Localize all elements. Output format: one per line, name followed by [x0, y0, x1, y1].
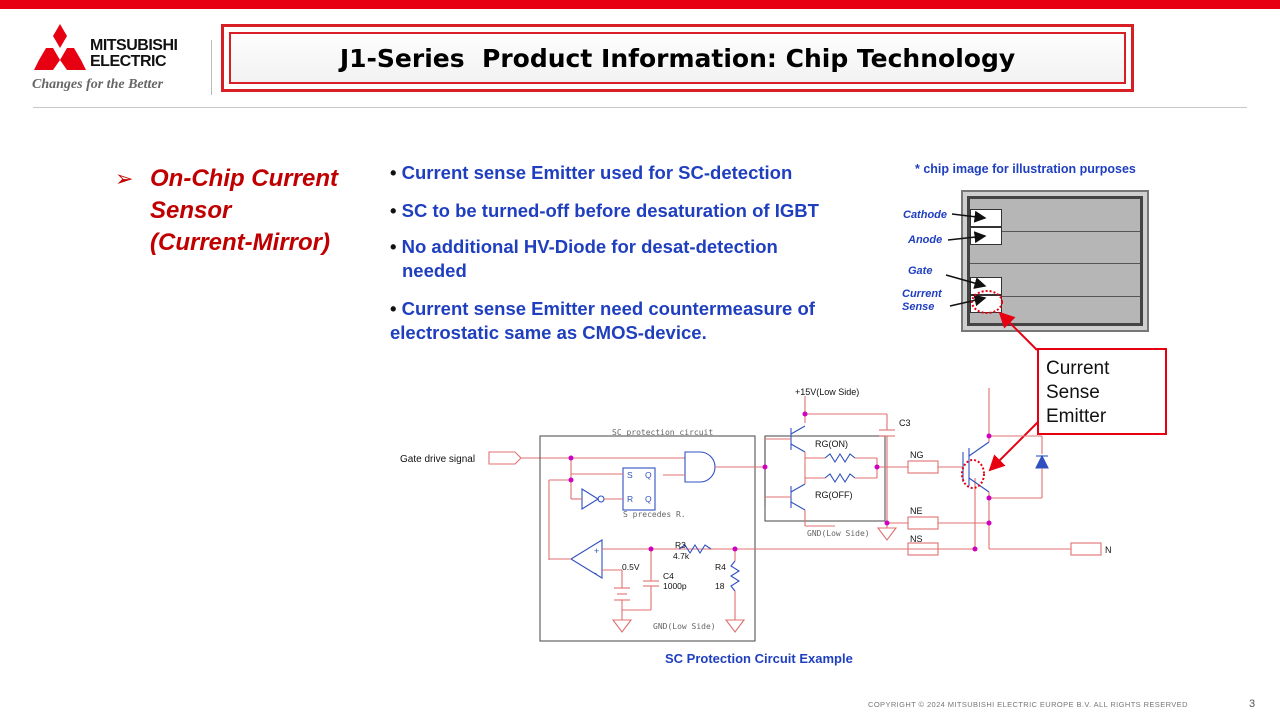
c4-value: 1000p	[663, 581, 687, 591]
anode-label: Anode	[908, 234, 943, 246]
supply-label: +15V(Low Side)	[795, 387, 859, 397]
protection-block	[539, 435, 756, 642]
top-accent-bar	[0, 0, 1280, 9]
ne-label: NE	[910, 506, 923, 516]
company-logo: MITSUBISHI ELECTRIC Changes for the Bett…	[28, 24, 208, 96]
c4-label: C4	[663, 571, 674, 581]
gate-label: Gate	[908, 265, 933, 277]
bullet-continuation: electrostatic same as CMOS-device.	[390, 322, 707, 343]
comparator-minus-label: -	[594, 568, 597, 578]
callout-line: Current	[1046, 358, 1110, 379]
n-label: N	[1105, 545, 1112, 555]
title-frame: J1-Series Product Information: Chip Tech…	[221, 24, 1134, 92]
bullet-dot: •	[390, 298, 397, 319]
bullet-item: • SC to be turned-off before desaturatio…	[390, 199, 819, 223]
gate-pad	[970, 277, 1002, 295]
bullet-item: • Current sense Emitter need countermeas…	[390, 297, 815, 321]
chip-die	[967, 196, 1143, 326]
current-sense-emitter-callout: Current Sense Emitter	[1037, 348, 1167, 435]
current-sense-pad	[970, 295, 1002, 313]
gate-input-arrow	[488, 451, 522, 465]
bullet-item: • Current sense Emitter used for SC-dete…	[390, 161, 792, 185]
callout-line: Sense	[1046, 382, 1100, 403]
sr-latch	[622, 467, 656, 511]
ground-icon	[611, 619, 633, 633]
ne-terminal	[907, 516, 939, 530]
n-terminal	[1070, 542, 1102, 556]
junction-dots	[568, 411, 992, 552]
side-heading-line: (Current-Mirror)	[150, 229, 330, 256]
r3-value: 4.7k	[673, 551, 690, 561]
current-sense-label-line2: Sense	[902, 301, 935, 313]
ground-icon	[876, 527, 898, 541]
side-heading-line: On-Chip Current	[150, 165, 338, 192]
rg-on-label: RG(ON)	[815, 439, 848, 449]
s-precedes-r-label: S precedes R.	[623, 510, 686, 519]
copyright-notice: COPYRIGHT © 2024 MITSUBISHI ELECTRIC EUR…	[868, 700, 1188, 709]
latch-q-label: Q	[645, 470, 652, 480]
header-divider	[33, 107, 1247, 108]
sc-protection-circuit: Gate drive signal SC protection circuit …	[400, 387, 1112, 642]
comparator-plus-label: +	[594, 546, 599, 556]
logo-divider	[211, 40, 212, 95]
title-inner-frame: J1-Series Product Information: Chip Tech…	[229, 32, 1126, 84]
side-heading-line: Sensor	[150, 197, 232, 224]
protection-block-label: SC protection circuit	[612, 428, 713, 437]
r4-value: 18	[715, 581, 725, 591]
rg-off-label: RG(OFF)	[815, 490, 853, 500]
inverter-icon	[581, 488, 600, 510]
latch-qbar-label: Q	[645, 494, 652, 504]
bullet-continuation: needed	[402, 260, 467, 281]
brand-name-line2: ELECTRIC	[90, 53, 167, 70]
chip-illustration-note: * chip image for illustration purposes	[915, 162, 1136, 176]
and-gate-icon	[684, 451, 716, 483]
current-sense-label-line1: Current	[902, 288, 942, 300]
circuit-caption: SC Protection Circuit Example	[665, 651, 853, 666]
r3-resistor	[678, 543, 712, 555]
comparator-icon	[569, 539, 603, 579]
c3-label: C3	[899, 418, 911, 428]
gnd-label-driver: GND(Low Side)	[807, 529, 870, 538]
cathode-pad	[970, 209, 1002, 227]
side-heading-text: On-Chip Current Sensor (Current-Mirror)	[150, 163, 338, 259]
brand-name-line1: MITSUBISHI	[90, 37, 178, 54]
ground-icon	[724, 619, 746, 633]
anode-pad	[970, 227, 1002, 245]
chip-cell-line	[970, 231, 1140, 232]
ns-label: NS	[910, 534, 923, 544]
bullet-item: • No additional HV-Diode for desat-detec…	[390, 235, 778, 259]
r4-resistor	[729, 560, 741, 592]
chip-cell-line	[970, 263, 1140, 264]
ng-terminal	[907, 460, 939, 474]
vref-label: 0.5V	[622, 562, 640, 572]
three-diamonds-icon	[34, 24, 86, 70]
page-title: J1-Series Product Information: Chip Tech…	[339, 43, 1016, 73]
diode-icon	[1035, 454, 1049, 469]
rg-on-resistor	[824, 452, 856, 464]
bullet-dot: •	[390, 236, 397, 257]
chip-illustration	[961, 190, 1149, 332]
ng-label: NG	[910, 450, 924, 460]
chip-cell-line	[970, 296, 1140, 297]
bullet-text: No additional HV-Diode for desat-detecti…	[401, 236, 778, 257]
r3-label: R3	[675, 540, 686, 550]
arrow-bullet-icon: ➢	[115, 166, 134, 191]
bullet-dot: •	[390, 162, 397, 183]
latch-s-label: S	[627, 470, 633, 480]
bullet-text: Current sense Emitter need countermeasur…	[401, 298, 815, 319]
rg-off-resistor	[824, 472, 856, 484]
page-number: 3	[1249, 698, 1256, 710]
sense-emitter-highlight	[961, 459, 985, 489]
cathode-label: Cathode	[903, 209, 947, 221]
bullet-text: SC to be turned-off before desaturation …	[401, 200, 819, 221]
bullet-dot: •	[390, 200, 397, 221]
r4-label: R4	[715, 562, 726, 572]
latch-r-label: R	[627, 494, 633, 504]
brand-tagline: Changes for the Better	[32, 77, 164, 92]
gnd-label-block: GND(Low Side)	[653, 622, 716, 631]
callout-line: Emitter	[1046, 406, 1107, 427]
gate-drive-signal-label: Gate drive signal	[400, 454, 475, 465]
bullet-text: Current sense Emitter used for SC-detect…	[401, 162, 793, 183]
